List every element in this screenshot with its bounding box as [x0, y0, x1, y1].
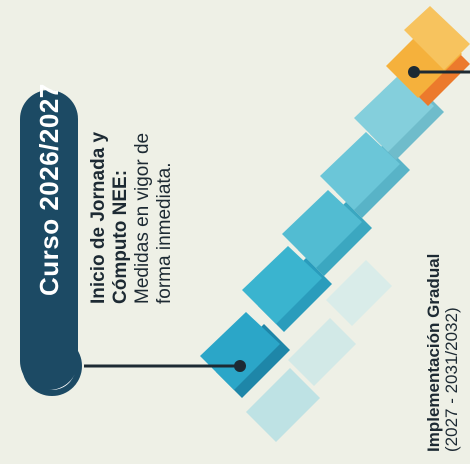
step-echo-2: [288, 318, 356, 386]
milestone-2-years: (2027 - 2031/2032): [442, 307, 462, 452]
milestone-1-body-line-1: Medidas en vigor de: [132, 133, 154, 304]
connector-dot-1: [234, 360, 246, 372]
connector-dot-2: [408, 66, 420, 78]
milestone-1-title-line-2: Cómputo NEE:: [110, 170, 132, 304]
step-1: [200, 312, 280, 390]
milestone-1-title-line-1: Inicio de Jornada y: [88, 132, 110, 304]
milestone-2-title: Implementación Gradual: [424, 254, 444, 452]
course-badge-label: Curso 2026/2027: [34, 83, 65, 296]
step-echo-3: [326, 260, 392, 326]
milestone-1-body-line-2: forma inmediata.: [154, 162, 176, 304]
